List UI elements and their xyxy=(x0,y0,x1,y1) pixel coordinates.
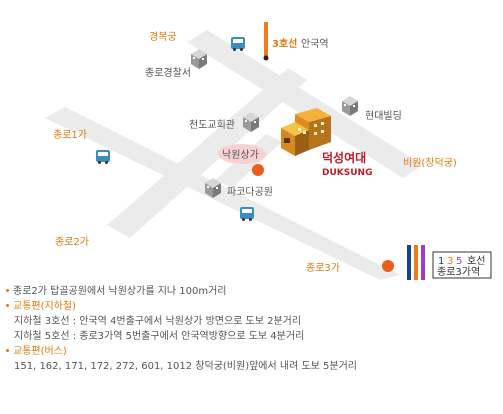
legend-line5-number: 5 xyxy=(456,256,462,267)
label-cheondo-church: 천도교회관 xyxy=(189,119,235,131)
bullet-icon xyxy=(6,288,9,292)
duksung-building-icon xyxy=(281,108,331,156)
label-line3-tag: 3호선 xyxy=(272,37,297,50)
info-walk-text: 종로2가 탑골공원에서 낙원상가를 지나 100m거리 xyxy=(13,286,227,297)
label-anguk-station: 안국역 xyxy=(301,38,329,50)
info-subway-heading: 교통편(지하철) xyxy=(13,301,77,312)
label-jongno3: 종로3가 xyxy=(306,262,340,274)
info-row-walk: 종로2가 탑골공원에서 낙원상가를 지나 100m거리 xyxy=(6,284,496,299)
info-subway-line3: 지하철 3호선 : 안국역 4번출구에서 낙원상가 방면으로 도보 2분거리 xyxy=(14,316,302,327)
label-nagwon-arcade: 낙원상가 xyxy=(222,149,259,161)
building-icon-cheondo xyxy=(243,112,259,132)
label-jongno1: 종로1가 xyxy=(53,129,87,141)
building-icon-police xyxy=(191,49,207,69)
directions-info: 종로2가 탑골공원에서 낙원상가를 지나 100m거리 교통편(지하철) 지하철… xyxy=(6,284,496,374)
road-diagonal-lower xyxy=(45,107,400,280)
info-row-bus-head: 교통편(버스) xyxy=(6,344,496,359)
road-cross-main xyxy=(107,68,307,238)
info-row-subway-head: 교통편(지하철) xyxy=(6,299,496,314)
label-hyundai-building: 현대빌딩 xyxy=(365,110,402,122)
bus-icon xyxy=(96,150,110,164)
label-jongno-police: 종로경찰서 xyxy=(145,66,191,79)
label-jongno2: 종로2가 xyxy=(55,236,89,248)
bus-icon xyxy=(240,207,254,221)
bus-icon xyxy=(231,37,245,51)
label-duksung-en: DUKSUNG xyxy=(322,168,372,178)
info-subway-line5: 지하철 5호선 : 종로3가역 5번출구에서 안국역방향으로 도보 4분거리 xyxy=(14,331,305,342)
subway-legend-icon xyxy=(407,245,425,280)
info-bus-routes: 151, 162, 171, 172, 272, 601, 1012 창덕궁(비… xyxy=(14,361,357,372)
label-gyeongbokgung: 경복궁 xyxy=(149,30,177,43)
legend-station-name: 종로3가역 xyxy=(437,266,480,278)
label-pagoda-park: 파코다공원 xyxy=(227,186,273,198)
subway-line3-marker xyxy=(263,22,269,61)
building-icon-pagoda xyxy=(205,178,221,198)
legend-line3-number: 3 xyxy=(447,256,453,267)
location-dot xyxy=(252,164,264,176)
roads xyxy=(45,30,423,280)
legend-line1-number: 1 xyxy=(438,256,444,267)
label-biwon: 비원(창덕궁) xyxy=(403,157,457,169)
road-diagonal-upper xyxy=(187,30,423,178)
station-dot xyxy=(382,260,394,272)
legend-line-word: 호선 xyxy=(467,255,485,267)
info-bus-heading: 교통편(버스) xyxy=(13,346,67,357)
location-map: 경복궁 3호선 안국역 종로경찰서 현대빌딩 천도교회관 종로1가 낙원상가 덕… xyxy=(45,22,492,280)
label-duksung-kr: 덕성여대 xyxy=(322,150,366,165)
bullet-icon xyxy=(6,348,9,352)
building-icon-hyundai xyxy=(342,96,358,116)
bullet-icon xyxy=(6,303,9,307)
subway-legend-box xyxy=(432,251,492,279)
nagwon-highlight xyxy=(218,144,266,164)
